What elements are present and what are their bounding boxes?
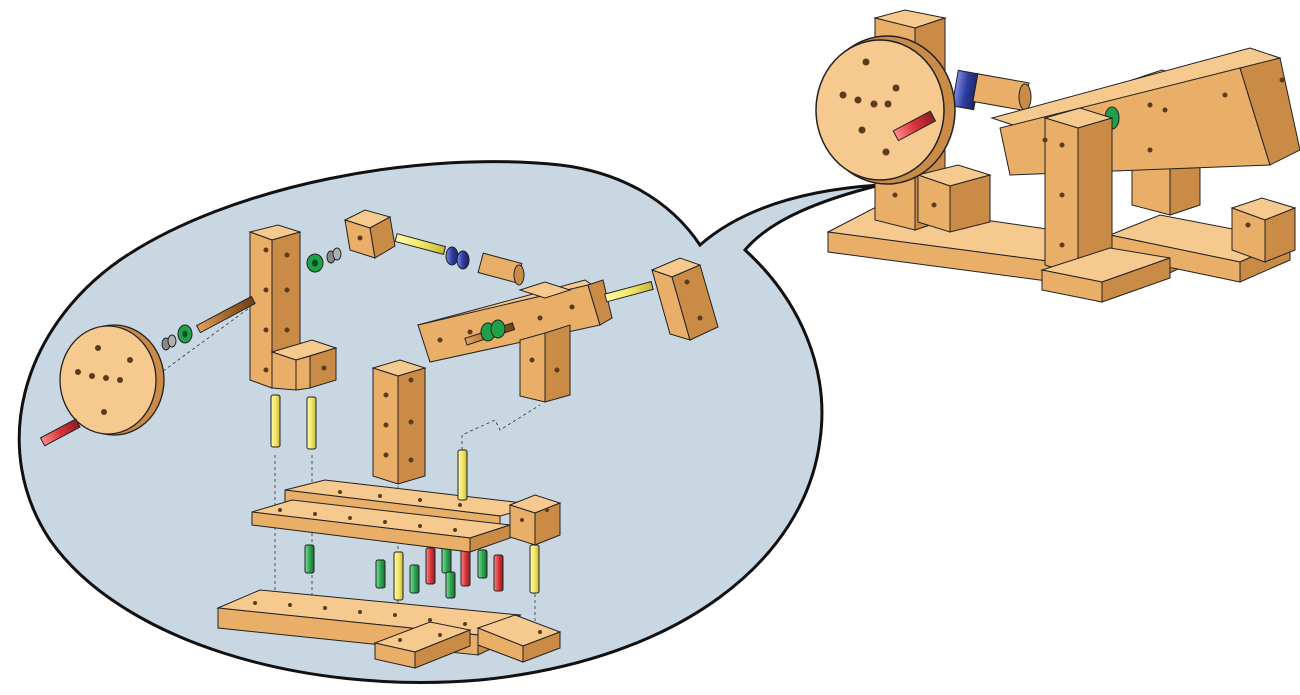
rear-post-top (518, 281, 572, 299)
lower-right-board-side (522, 631, 561, 663)
rear-post-front (519, 332, 546, 403)
green-washer-hole (312, 259, 318, 267)
assembled-model (815, 9, 1300, 303)
assembled-axle-end (1018, 83, 1032, 111)
peg-green (304, 544, 315, 574)
mid-board-holes (278, 490, 549, 532)
top-cube-hole (357, 235, 363, 241)
peg-green (445, 571, 456, 599)
beam-end (587, 279, 613, 326)
peg-green (409, 564, 420, 594)
blue-spacer (445, 246, 459, 266)
grey-washer (167, 334, 177, 348)
brown-axle (195, 295, 256, 334)
end-cube-hole (684, 279, 690, 285)
front-post-holes (383, 377, 414, 463)
grey-washer (332, 247, 342, 261)
end-cube-side (671, 264, 719, 341)
l-post-holes (263, 247, 327, 373)
rear-post-hole (529, 357, 535, 363)
end-cube-hole (697, 315, 703, 321)
peg-yellow (457, 449, 468, 501)
peg-yellow (393, 551, 404, 601)
front-post-side (397, 367, 426, 485)
l-post-front (249, 231, 273, 389)
assembled-wheel (815, 39, 945, 181)
exploded-red-peg (39, 418, 81, 447)
mid-cube-side (534, 502, 561, 546)
green-washer (490, 319, 506, 339)
peg-green (375, 559, 386, 589)
peg-yellow (306, 396, 317, 450)
exploded-wheel-holes (75, 345, 133, 415)
assembled-footcube-side (949, 174, 991, 233)
blue-spacer (456, 250, 470, 270)
peg-red (460, 549, 471, 587)
rear-post-side (544, 324, 571, 403)
peg-red (493, 554, 504, 592)
yellow-axle (604, 281, 654, 303)
peg-yellow (529, 544, 540, 594)
green-washer-hole (182, 330, 188, 338)
assembled-frontboard-side (1101, 257, 1171, 303)
base-board-holes (253, 601, 542, 642)
assembled-rightcube-side (1264, 207, 1296, 263)
front-board-side (414, 629, 471, 669)
peg-yellow (270, 394, 281, 448)
l-post-foot-mid (295, 355, 311, 391)
front-mid-board-side (469, 524, 511, 553)
top-cube-side (369, 216, 396, 259)
assembled-wheel-holes (839, 58, 900, 156)
peg-row (304, 544, 540, 601)
rear-post-hole (554, 367, 560, 373)
axle-tube-end (513, 264, 525, 286)
beam-holes (437, 304, 575, 343)
assembled-post-holes (892, 77, 1285, 248)
yellow-axle (394, 233, 447, 255)
callout-bubble (17, 160, 881, 684)
assembled-beam-end (1239, 57, 1300, 166)
peg-red (425, 547, 436, 585)
assembled-red-peg (892, 110, 937, 142)
exploded-model (39, 209, 719, 669)
peg-green (477, 549, 488, 579)
